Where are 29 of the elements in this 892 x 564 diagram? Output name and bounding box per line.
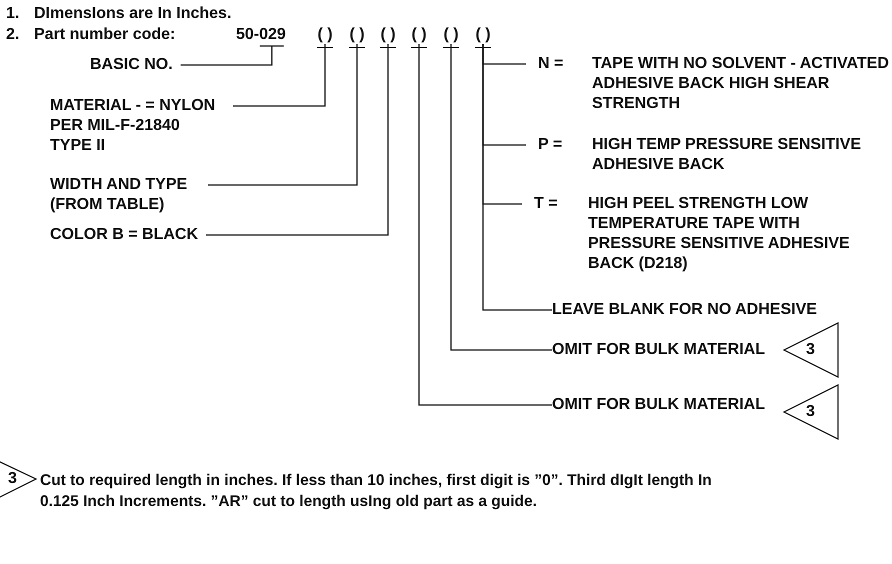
note-number: 2. — [6, 25, 20, 45]
leader-line — [206, 44, 389, 236]
option-code: T = — [533, 194, 559, 214]
leader-line — [208, 44, 358, 186]
note-text: Part number code: — [34, 25, 176, 45]
callout-text: MATERIAL - = NYLON PER MIL-F-21840 TYPE II — [50, 96, 225, 156]
leader-line — [418, 44, 552, 406]
leader-line — [450, 44, 552, 351]
callout-text: WIDTH AND TYPE (FROM TABLE) — [50, 175, 200, 215]
callout-text: OMIT FOR BULK MATERIAL — [552, 340, 766, 360]
option-code: N = — [537, 54, 564, 74]
option-description: HIGH PEEL STRENGTH LOW TEMPERATURE TAPE WITH PRESSURE SENSITIVE ADHESIVE BACK (D218) — [588, 194, 851, 274]
callout-text: COLOR B = BLACK — [50, 225, 198, 245]
callout-text: BASIC NO. — [90, 55, 173, 75]
option-code: P = — [537, 135, 564, 155]
note-number: 1. — [6, 4, 20, 24]
callout-text: LEAVE BLANK FOR NO ADHESIVE — [552, 300, 817, 320]
callout-text: OMIT FOR BULK MATERIAL — [552, 395, 766, 415]
note-text: DImensIons are In Inches. — [34, 4, 232, 24]
note-text: Cut to required length in inches. If less than 10 inches, first digit is ”0”. Third dIgIt length In 0.125 Inch Increments. ”AR” cut to length usIng old part as a guide. — [40, 471, 713, 512]
flag-note-number: 3 — [8, 469, 17, 489]
leader-line — [233, 44, 326, 107]
flag-note-number: 3 — [806, 340, 815, 360]
part-number: 50-029 — [236, 25, 286, 45]
option-description: TAPE WITH NO SOLVENT - ACTIVATED ADHESIVE BACK HIGH SHEAR STRENGTH — [592, 54, 890, 114]
option-description: HIGH TEMP PRESSURE SENSITIVE ADHESIVE BACK — [592, 135, 862, 175]
leader-line — [180, 46, 272, 66]
flag-note-number: 3 — [806, 402, 815, 422]
leader-line — [482, 44, 552, 311]
